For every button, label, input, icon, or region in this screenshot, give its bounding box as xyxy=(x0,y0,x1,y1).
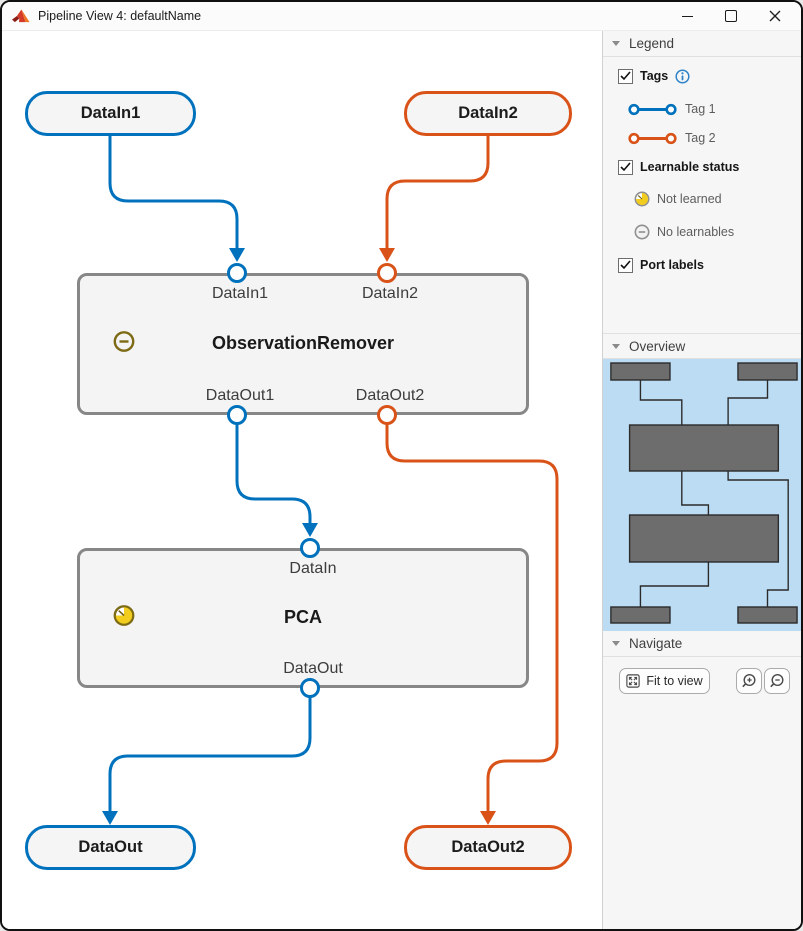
arrowhead xyxy=(102,811,118,825)
side-panel: Legend Tags Tag 1 xyxy=(602,31,801,929)
close-icon xyxy=(769,10,781,22)
node-datain1-label: DataIn1 xyxy=(80,104,141,122)
node-dataout2[interactable]: DataOut2 xyxy=(404,825,572,870)
check-icon xyxy=(620,162,631,172)
minimap-node xyxy=(737,362,798,381)
minimap-node xyxy=(610,606,671,624)
minimap-node xyxy=(610,362,671,381)
zoom-in-button[interactable] xyxy=(736,668,762,694)
not-learned-legend-icon xyxy=(634,191,650,207)
minimap-node xyxy=(628,514,780,563)
check-icon xyxy=(620,71,631,81)
minimap-node xyxy=(737,606,798,624)
legend-header-label: Legend xyxy=(629,36,675,51)
connection-datain2-or xyxy=(385,136,490,248)
node-datain2[interactable]: DataIn2 xyxy=(404,91,572,136)
connection-pca-dataout xyxy=(108,697,312,811)
info-icon[interactable] xyxy=(675,68,690,84)
port-label-datain1: DataIn1 xyxy=(211,285,269,302)
maximize-icon xyxy=(725,10,737,22)
tag2-row: Tag 2 xyxy=(628,128,716,148)
connection-datain1-or xyxy=(108,136,239,248)
no-learnables-row: No learnables xyxy=(634,222,734,242)
collapse-arrow-icon xyxy=(612,343,620,349)
arrowhead xyxy=(229,248,245,262)
navigate-header-label: Navigate xyxy=(629,636,683,651)
connections-layer xyxy=(102,136,559,825)
tag1-label: Tag 1 xyxy=(685,102,716,116)
block-title-pca: PCA xyxy=(283,607,322,628)
matlab-logo-icon xyxy=(12,9,30,23)
titlebar: Pipeline View 4: defaultName xyxy=(2,2,801,31)
not-learned-icon xyxy=(113,605,135,632)
minimap-node xyxy=(628,424,780,472)
window-title: Pipeline View 4: defaultName xyxy=(38,9,202,23)
arrowhead xyxy=(480,811,496,825)
learnable-status-row: Learnable status xyxy=(618,157,739,177)
port-labels-checkbox[interactable] xyxy=(618,257,633,273)
collapse-arrow-icon xyxy=(612,41,620,46)
fit-to-view-label: Fit to view xyxy=(646,674,703,688)
arrowhead xyxy=(302,523,318,537)
minimize-button[interactable] xyxy=(665,3,709,29)
block-observationremover[interactable]: DataIn1 DataIn2 DataOut1 DataOut2 Observ… xyxy=(77,273,529,415)
no-learnables-legend-icon xyxy=(634,224,650,240)
port-labels-row: Port labels xyxy=(618,255,704,275)
minimize-icon xyxy=(681,15,693,17)
pipeline-canvas[interactable]: DataIn1 DataIn2 DataOut DataOut2 DataIn1… xyxy=(2,31,602,929)
port-label-dataout1: DataOut1 xyxy=(205,387,275,404)
not-learned-label: Not learned xyxy=(657,192,722,206)
overview-minimap[interactable] xyxy=(603,359,801,631)
no-learnables-icon xyxy=(113,331,135,358)
not-learned-row: Not learned xyxy=(634,189,722,209)
tag2-label: Tag 2 xyxy=(685,131,716,145)
learnable-status-checkbox[interactable] xyxy=(618,159,633,175)
overview-header-label: Overview xyxy=(629,338,686,354)
tags-row: Tags xyxy=(618,66,690,86)
port-label-datain2: DataIn2 xyxy=(361,285,419,302)
collapse-arrow-icon xyxy=(612,641,620,646)
zoom-out-button[interactable] xyxy=(764,668,790,694)
minimap-graphic xyxy=(610,362,798,624)
learnable-status-label: Learnable status xyxy=(640,160,740,174)
port-label-datain: DataIn xyxy=(289,560,337,577)
check-icon xyxy=(620,260,631,270)
maximize-button[interactable] xyxy=(709,3,753,29)
overview-header[interactable]: Overview xyxy=(603,333,801,359)
fit-to-view-icon xyxy=(626,674,641,688)
tag1-row: Tag 1 xyxy=(628,99,716,119)
node-dataout2-label: DataOut2 xyxy=(451,838,525,856)
tags-checkbox[interactable] xyxy=(618,68,633,84)
node-dataout-label: DataOut xyxy=(78,838,143,856)
port-label-dataout: DataOut xyxy=(283,660,343,677)
close-button[interactable] xyxy=(753,3,797,29)
tag2-sample-icon xyxy=(628,132,677,144)
node-datain2-label: DataIn2 xyxy=(458,104,518,122)
no-learnables-label: No learnables xyxy=(657,225,735,239)
port-labels-label: Port labels xyxy=(640,258,704,272)
node-dataout[interactable]: DataOut xyxy=(25,825,196,870)
connection-or-pca xyxy=(235,424,312,523)
navigate-header[interactable]: Navigate xyxy=(603,631,801,657)
node-datain1[interactable]: DataIn1 xyxy=(25,91,196,136)
block-pca[interactable]: DataIn DataOut PCA xyxy=(77,548,529,688)
legend-header[interactable]: Legend xyxy=(603,31,801,57)
arrowhead xyxy=(379,248,395,262)
tags-label: Tags xyxy=(640,69,669,83)
zoom-out-icon xyxy=(770,673,784,688)
tag1-sample-icon xyxy=(628,103,677,115)
port-label-dataout2: DataOut2 xyxy=(355,387,425,404)
block-title-observationremover: ObservationRemover xyxy=(211,333,395,354)
zoom-in-icon xyxy=(742,673,756,688)
fit-to-view-button[interactable]: Fit to view xyxy=(619,668,710,694)
